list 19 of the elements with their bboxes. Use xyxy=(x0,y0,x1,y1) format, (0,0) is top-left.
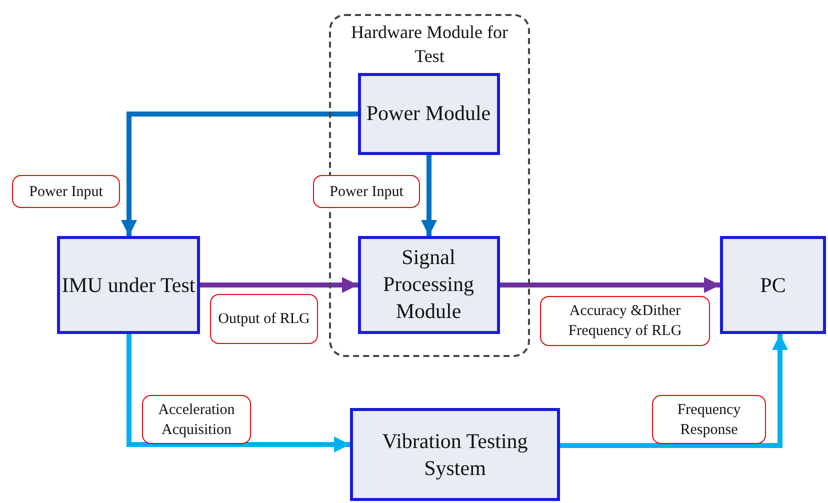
edge-label: Frequency Response xyxy=(652,395,766,444)
arrow xyxy=(560,334,788,448)
arrow xyxy=(421,155,437,236)
process-box: Signal Processing Module xyxy=(358,236,500,334)
process-box: Power Module xyxy=(358,72,500,154)
group-heading: Hardware Module for Test xyxy=(350,21,509,68)
arrow xyxy=(121,112,358,236)
edge-label: Accuracy &Dither Frequency of RLG xyxy=(540,296,710,346)
edge-label: Acceleration Acquisition xyxy=(142,395,251,444)
arrow xyxy=(200,277,358,293)
process-box: IMU under Test xyxy=(57,236,200,334)
module-group xyxy=(329,14,530,357)
process-box: PC xyxy=(720,236,826,334)
arrow xyxy=(500,277,720,293)
arrow xyxy=(126,334,350,452)
edge-label: Power Input xyxy=(12,175,120,208)
edge-label: Power Input xyxy=(313,175,420,208)
edge-label: Output of RLG xyxy=(210,294,318,344)
process-box: Vibration Testing System xyxy=(350,408,560,501)
